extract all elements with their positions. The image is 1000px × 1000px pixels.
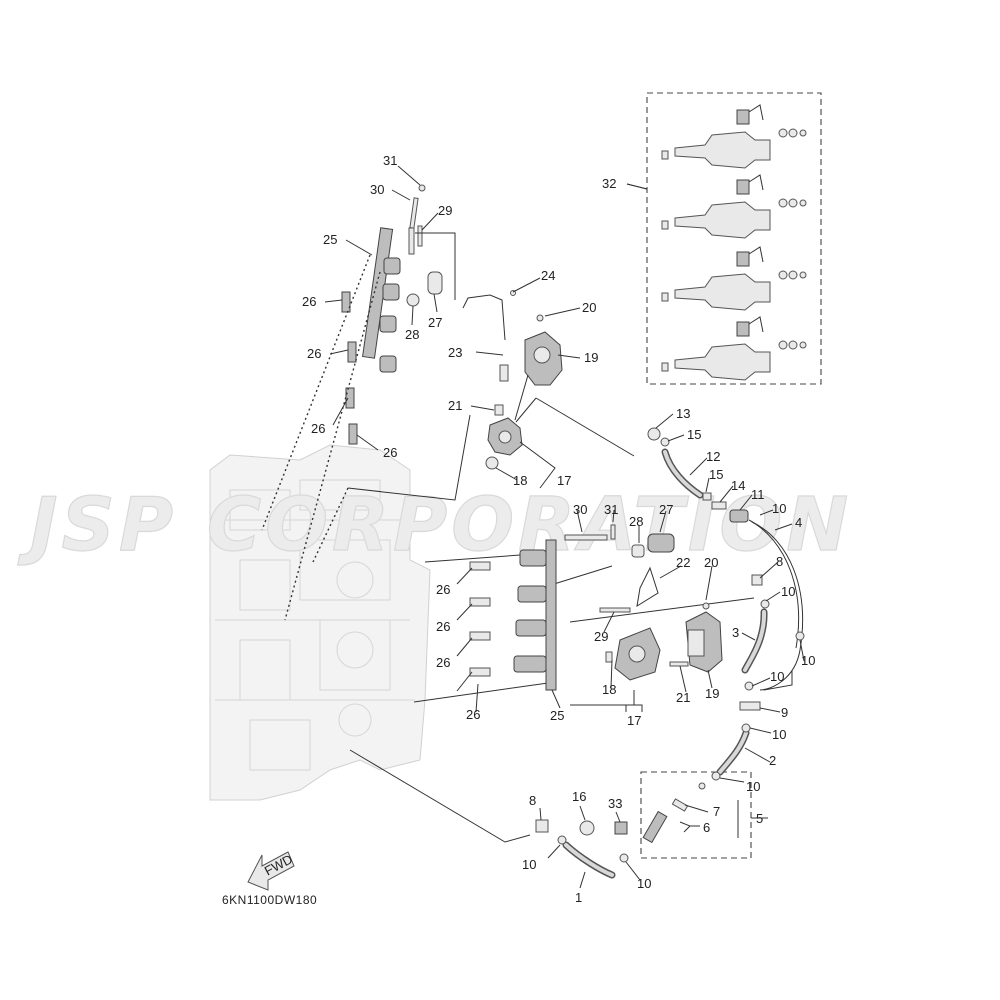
callout-3: 3 — [732, 625, 739, 640]
upper-fuel-rail-assembly — [341, 184, 456, 445]
callout-21: 21 — [448, 398, 462, 413]
callout-26: 26 — [466, 707, 480, 722]
callout-32: 32 — [602, 176, 616, 191]
engine-block — [209, 444, 431, 801]
callout-26: 26 — [311, 421, 325, 436]
lower-fuel-rail-assembly — [469, 524, 710, 691]
callout-28: 28 — [405, 327, 419, 342]
callout-20: 20 — [582, 300, 596, 315]
callout-15: 15 — [687, 427, 701, 442]
callout-29: 29 — [594, 629, 608, 644]
callout-10: 10 — [637, 876, 651, 891]
callout-19: 19 — [584, 350, 598, 365]
callout-10: 10 — [781, 584, 795, 599]
callout-26: 26 — [307, 346, 321, 361]
callout-16: 16 — [572, 789, 586, 804]
callout-19: 19 — [705, 686, 719, 701]
lower-pump-assembly — [605, 611, 723, 681]
callout-26: 26 — [302, 294, 316, 309]
callout-10: 10 — [801, 653, 815, 668]
callout-27: 27 — [428, 315, 442, 330]
callout-17: 17 — [557, 473, 571, 488]
upper-pump-assembly — [462, 290, 563, 470]
callout-31: 31 — [383, 153, 397, 168]
callout-12: 12 — [706, 449, 720, 464]
callout-labels: 31 30 29 25 26 26 26 26 27 28 24 20 23 1… — [302, 153, 815, 905]
callout-22: 22 — [676, 555, 690, 570]
callout-29: 29 — [438, 203, 452, 218]
callout-8: 8 — [776, 554, 783, 569]
callout-2: 2 — [769, 753, 776, 768]
callout-26: 26 — [436, 619, 450, 634]
callout-28: 28 — [629, 514, 643, 529]
callout-7: 7 — [713, 804, 720, 819]
callout-20: 20 — [704, 555, 718, 570]
callout-11: 11 — [751, 487, 765, 502]
callout-15: 15 — [709, 467, 723, 482]
callout-26: 26 — [383, 445, 397, 460]
callout-4: 4 — [795, 515, 802, 530]
fuel-hoses — [535, 427, 805, 879]
callout-25: 25 — [323, 232, 337, 247]
callout-1: 1 — [575, 890, 582, 905]
callout-23: 23 — [448, 345, 462, 360]
injector-set-box — [646, 92, 822, 385]
callout-17: 17 — [627, 713, 641, 728]
callout-18: 18 — [602, 682, 616, 697]
parts-group-5-box — [640, 771, 752, 859]
callout-10: 10 — [772, 727, 786, 742]
forward-direction-arrow: FWD — [247, 851, 295, 891]
callout-13: 13 — [676, 406, 690, 421]
callout-10: 10 — [746, 779, 760, 794]
callout-14: 14 — [731, 478, 745, 493]
callout-26: 26 — [436, 582, 450, 597]
callout-24: 24 — [541, 268, 555, 283]
diagram-code: 6KN1100DW180 — [222, 893, 317, 907]
callout-33: 33 — [608, 796, 622, 811]
callout-8: 8 — [529, 793, 536, 808]
callout-30: 30 — [370, 182, 384, 197]
callout-27: 27 — [659, 502, 673, 517]
callout-6: 6 — [703, 820, 710, 835]
callout-9: 9 — [781, 705, 788, 720]
callout-26: 26 — [436, 655, 450, 670]
callout-5: 5 — [756, 811, 763, 826]
watermark-text: JSP CORPORATION — [17, 482, 852, 568]
callout-leaders — [324, 165, 805, 889]
callout-31: 31 — [604, 502, 618, 517]
leader-lines — [261, 254, 793, 843]
callout-10: 10 — [770, 669, 784, 684]
callout-10: 10 — [772, 501, 786, 516]
injector-set-parts — [661, 104, 807, 381]
callout-21: 21 — [676, 690, 690, 705]
callout-18: 18 — [513, 473, 527, 488]
callout-10: 10 — [522, 857, 536, 872]
callout-25: 25 — [550, 708, 564, 723]
callout-30: 30 — [573, 502, 587, 517]
